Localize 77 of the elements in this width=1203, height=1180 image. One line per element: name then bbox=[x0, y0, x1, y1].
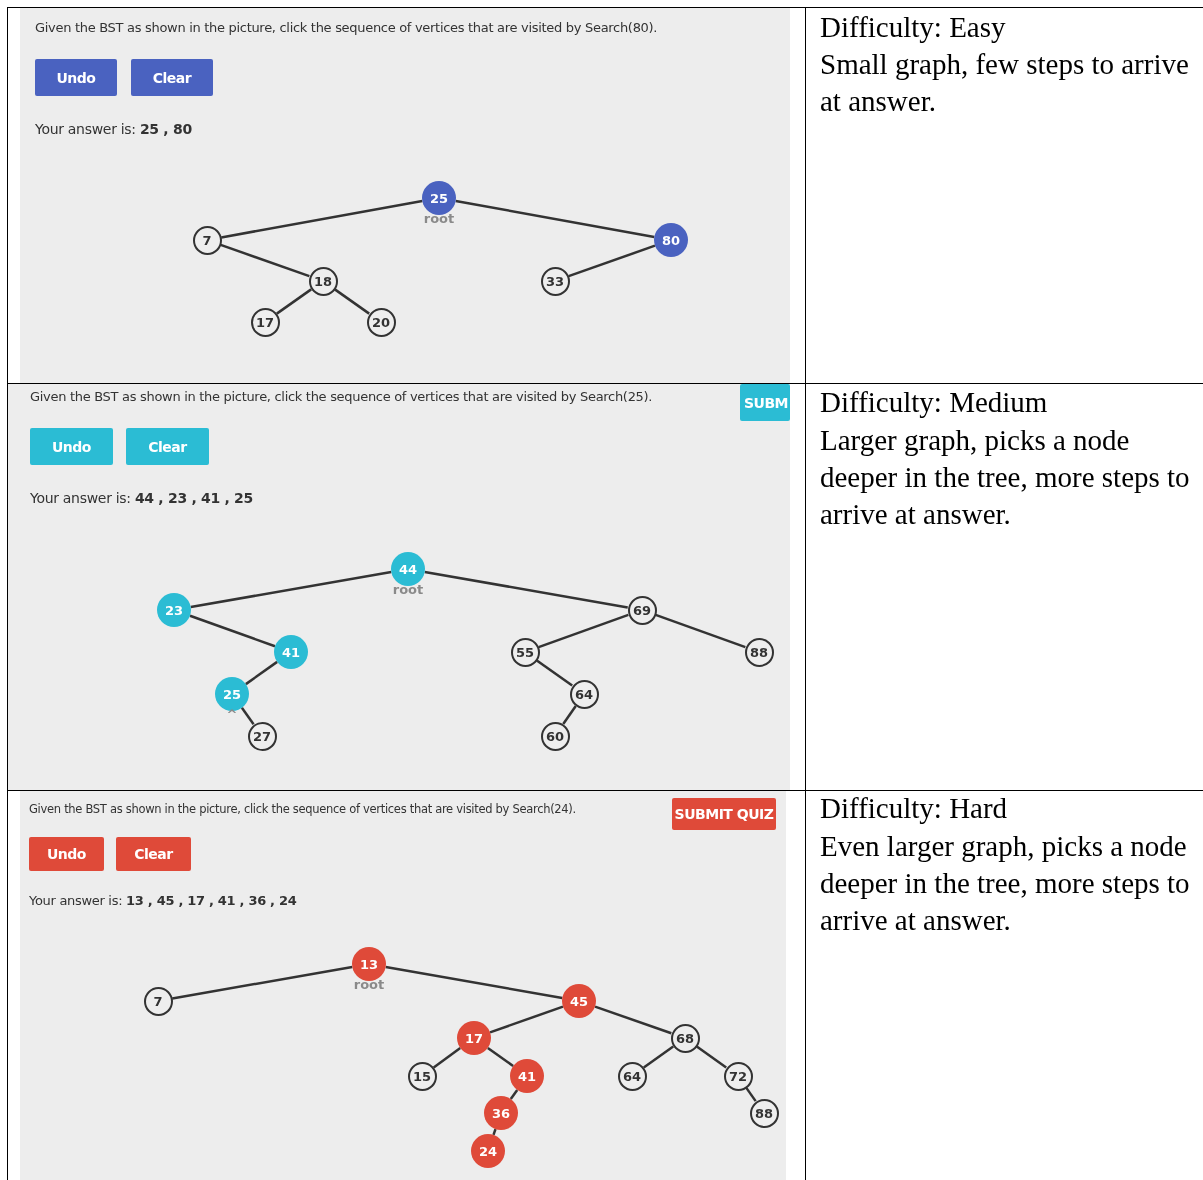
vertex-value: 55 bbox=[515, 644, 535, 660]
vertex-value: 25 bbox=[429, 190, 449, 206]
vertex-value: 64 bbox=[622, 1068, 642, 1084]
tree-edge bbox=[424, 570, 628, 609]
vertex-value: 80 bbox=[661, 232, 681, 248]
submit-button: SUBM bbox=[740, 384, 790, 421]
tree-edge bbox=[643, 1045, 674, 1069]
answer-text: Your answer is: 13 , 45 , 17 , 41 , 36 , 24 bbox=[29, 893, 297, 908]
difficulty-description: Even larger graph, picks a node deeper in the tree, more steps to arrive at answer. bbox=[820, 829, 1191, 938]
vertex-value: 20 bbox=[371, 314, 391, 330]
submit-button: SUBMIT QUIZ bbox=[672, 798, 776, 830]
vertex-value: 17 bbox=[464, 1030, 484, 1046]
instruction-text: Given the BST as shown in the picture, click the sequence of vertices that are visited by Search(25). bbox=[30, 389, 653, 404]
vertex-value: 41 bbox=[517, 1068, 537, 1084]
vertex-caption: root bbox=[353, 977, 385, 992]
instruction-text: Given the BST as shown in the picture, click the sequence of vertices that are visited by Search(80). bbox=[35, 20, 658, 35]
tree-edge bbox=[190, 570, 392, 609]
action-button: Clear bbox=[116, 837, 191, 871]
difficulty-description: Larger graph, picks a node deeper in the tree, more steps to arrive at answer. bbox=[820, 423, 1191, 532]
tree-edge bbox=[455, 199, 655, 239]
vertex-value: 60 bbox=[545, 728, 565, 744]
tree-edge bbox=[538, 613, 629, 649]
action-button: Clear bbox=[126, 428, 209, 465]
vertex-value: 36 bbox=[491, 1105, 511, 1121]
action-button: Clear bbox=[131, 59, 213, 96]
vertex-value: 44 bbox=[398, 561, 418, 577]
tree-edge bbox=[568, 244, 656, 278]
vertex-value: 18 bbox=[313, 273, 333, 289]
vertex-value: 68 bbox=[675, 1030, 695, 1046]
vertex-value: 7 bbox=[202, 232, 212, 248]
vertex-value: 72 bbox=[728, 1068, 748, 1084]
difficulty-heading: Difficulty: Hard bbox=[820, 791, 1009, 826]
vertex-value: 69 bbox=[632, 602, 652, 618]
tree-edge bbox=[385, 965, 563, 1000]
tree-edge bbox=[594, 1005, 672, 1035]
vertex-value: 45 bbox=[569, 993, 589, 1009]
tree-edge bbox=[655, 613, 746, 649]
tree-edge bbox=[562, 705, 577, 725]
vertex-value: 88 bbox=[749, 644, 769, 660]
answer-text: Your answer is: 25 , 80 bbox=[35, 121, 192, 137]
vertex-value: 15 bbox=[412, 1068, 432, 1084]
vertex-value: 33 bbox=[545, 273, 565, 289]
vertex-caption: ^ bbox=[226, 707, 238, 722]
difficulty-heading: Difficulty: Medium bbox=[820, 385, 1049, 420]
tree-edge bbox=[432, 1047, 461, 1069]
tree-edge bbox=[745, 1087, 757, 1102]
tree-edge bbox=[276, 288, 312, 315]
vertex-caption: root bbox=[392, 582, 424, 597]
action-button: Undo bbox=[35, 59, 117, 96]
vertex-value: 13 bbox=[359, 956, 379, 972]
tree-edge bbox=[696, 1045, 727, 1069]
vertex-value: 41 bbox=[281, 644, 301, 660]
tree-edge bbox=[189, 614, 276, 648]
answer-text: Your answer is: 44 , 23 , 41 , 25 bbox=[30, 490, 253, 506]
vertex-caption: root bbox=[423, 211, 455, 226]
tree-edge bbox=[334, 288, 370, 315]
vertex-value: 23 bbox=[164, 602, 184, 618]
difficulty-heading: Difficulty: Easy bbox=[820, 10, 1007, 45]
vertex-value: 88 bbox=[754, 1105, 774, 1121]
tree-edge bbox=[489, 1005, 564, 1034]
tree-edge bbox=[172, 965, 353, 1000]
vertex-value: 17 bbox=[255, 314, 275, 330]
difficulty-description: Small graph, few steps to arrive at answer. bbox=[820, 47, 1190, 119]
action-button: Undo bbox=[29, 837, 104, 871]
action-button: Undo bbox=[30, 428, 113, 465]
vertex-value: 64 bbox=[574, 686, 594, 702]
tree-edge bbox=[221, 199, 423, 239]
tree-edge bbox=[487, 1046, 514, 1068]
vertex-value: 24 bbox=[478, 1143, 498, 1159]
vertex-value: 7 bbox=[153, 993, 163, 1009]
tree-edge bbox=[240, 707, 255, 725]
tree-edge bbox=[536, 659, 573, 687]
tree-edge bbox=[220, 243, 310, 278]
vertex-value: 27 bbox=[252, 728, 272, 744]
vertex-value: 25 bbox=[222, 686, 242, 702]
tree-edge bbox=[245, 660, 278, 686]
instruction-text: Given the BST as shown in the picture, click the sequence of vertices that are visited by Search(24). bbox=[29, 802, 576, 816]
